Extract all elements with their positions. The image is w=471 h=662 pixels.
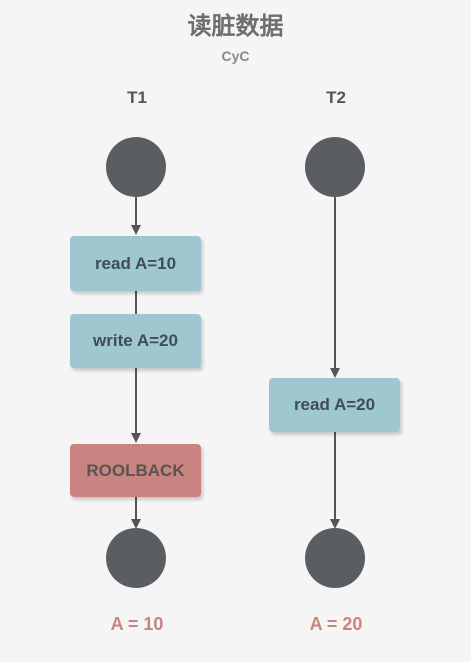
t1-rollback-step: ROOLBACK [70, 444, 201, 497]
t1-result: A = 10 [110, 614, 164, 634]
t1-read-step: read A=10 [70, 236, 201, 291]
t2-result: A = 20 [309, 614, 363, 634]
diagram-title: 读脏数据 [187, 12, 284, 40]
t2-read-step: read A=20 [269, 378, 400, 432]
t1-end-node [106, 528, 166, 588]
diagram-subtitle: CyC [221, 48, 250, 64]
column-label-t1: T1 [127, 88, 147, 107]
t1-write-step: write A=20 [70, 314, 201, 368]
column-label-t2: T2 [326, 88, 346, 107]
t1-start-node [106, 137, 166, 197]
t2-end-node [305, 528, 365, 588]
t2-start-node [305, 137, 365, 197]
